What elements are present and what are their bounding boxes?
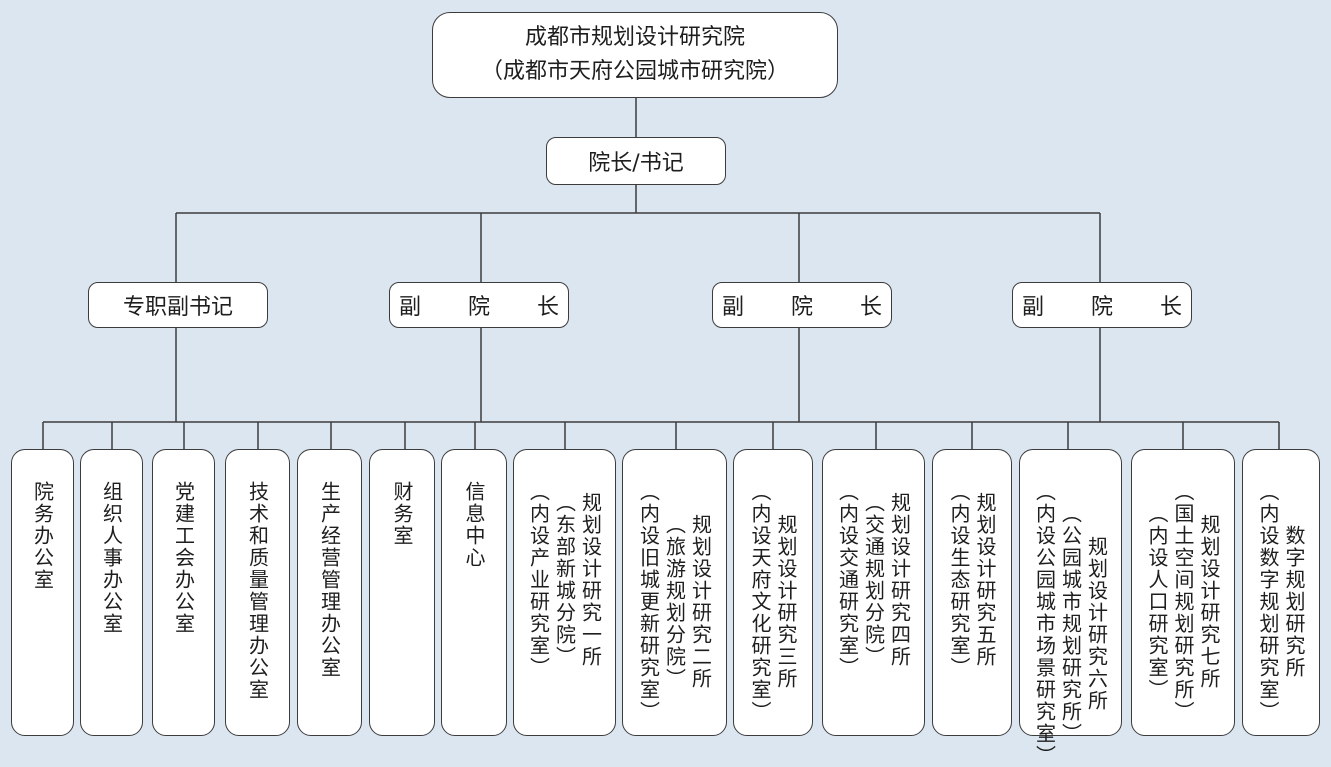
unit-box: 规划设计研究四所 （交通规划分院） （内设交通研究室） xyxy=(822,449,925,736)
unit-label: 数字规划研究所 xyxy=(1282,525,1306,679)
unit-label: 党建工会办公室 xyxy=(171,481,196,635)
unit-box: 数字规划研究所 （内设数字规划研究室） xyxy=(1242,449,1320,736)
unit-label: 组织人事办公室 xyxy=(99,481,124,635)
unit-label: 规划设计研究四所 xyxy=(887,492,912,668)
unit-label: （内设人口研究室） xyxy=(1145,503,1169,701)
unit-label: 规划设计研究二所 xyxy=(688,514,713,690)
unit-label: 规划设计研究三所 xyxy=(774,514,798,690)
unit-label: （公园城市规划研究所） xyxy=(1058,503,1083,745)
unit-label: 生产经营管理办公室 xyxy=(317,481,342,679)
dean-secretary-label: 院长/书记 xyxy=(588,151,684,176)
deputy-label: 专职副书记 xyxy=(122,295,233,320)
connector-lines xyxy=(42,98,1280,449)
deputy-box-4: 副 院 长 xyxy=(1012,282,1192,328)
dean-secretary-box: 院长/书记 xyxy=(546,137,726,185)
deputy-label: 副 院 长 xyxy=(1022,295,1202,320)
unit-box: 技术和质量管理办公室 xyxy=(225,449,290,736)
deputy-box-1: 专职副书记 xyxy=(88,282,268,328)
deputy-box-3: 副 院 长 xyxy=(712,282,892,328)
unit-label: 规划设计研究五所 xyxy=(973,492,997,668)
unit-box: 规划设计研究七所 （国土空间规划研究所） （内设人口研究室） xyxy=(1131,449,1235,736)
unit-label: 信息中心 xyxy=(462,481,486,569)
unit-box: 财务室 xyxy=(369,449,435,736)
unit-label: （内设产业研究室） xyxy=(526,481,551,679)
unit-label: 院务办公室 xyxy=(30,481,55,591)
deputy-label: 副 院 长 xyxy=(722,295,902,320)
unit-label: （内设交通研究室） xyxy=(835,481,860,679)
unit-box: 院务办公室 xyxy=(11,449,74,736)
unit-box: 组织人事办公室 xyxy=(80,449,143,736)
unit-label: 规划设计研究一所 xyxy=(578,492,603,668)
unit-label: 规划设计研究六所 xyxy=(1084,536,1109,712)
unit-label: （国土空间规划研究所） xyxy=(1171,481,1195,723)
unit-label: 技术和质量管理办公室 xyxy=(245,481,270,701)
unit-label: （内设生态研究室） xyxy=(947,481,971,679)
unit-label: （旅游规划分院） xyxy=(662,514,687,690)
unit-label: （内设旧城更新研究室） xyxy=(636,481,661,723)
unit-label: （内设天府文化研究室） xyxy=(748,481,772,723)
unit-box: 规划设计研究三所 （内设天府文化研究室） xyxy=(733,449,813,736)
unit-label: （东部新城分院） xyxy=(552,492,577,668)
root-org-name: 成都市规划设计研究院 xyxy=(524,25,745,50)
deputy-box-2: 副 院 长 xyxy=(389,282,569,328)
unit-label: 规划设计研究七所 xyxy=(1197,514,1221,690)
deputy-label: 副 院 长 xyxy=(399,295,579,320)
unit-box: 规划设计研究一所 （东部新城分院） （内设产业研究室） xyxy=(513,449,616,736)
unit-box: 规划设计研究五所 （内设生态研究室） xyxy=(932,449,1012,736)
unit-box: 规划设计研究六所 （公园城市规划研究所） （内设公园城市场景研究室） xyxy=(1019,449,1122,767)
root-org-box: 成都市规划设计研究院 （成都市天府公园城市研究院） xyxy=(432,12,838,98)
unit-label: （内设数字规划研究室） xyxy=(1256,481,1280,723)
unit-box: 生产经营管理办公室 xyxy=(297,449,362,736)
unit-label: 财务室 xyxy=(390,481,414,547)
unit-box: 规划设计研究二所 （旅游规划分院） （内设旧城更新研究室） xyxy=(622,449,727,736)
unit-label: （内设公园城市场景研究室） xyxy=(1032,481,1057,767)
root-org-alias: （成都市天府公园城市研究院） xyxy=(480,59,789,84)
unit-label: （交通规划分院） xyxy=(861,492,886,668)
unit-box: 党建工会办公室 xyxy=(152,449,215,736)
unit-box: 信息中心 xyxy=(441,449,507,736)
